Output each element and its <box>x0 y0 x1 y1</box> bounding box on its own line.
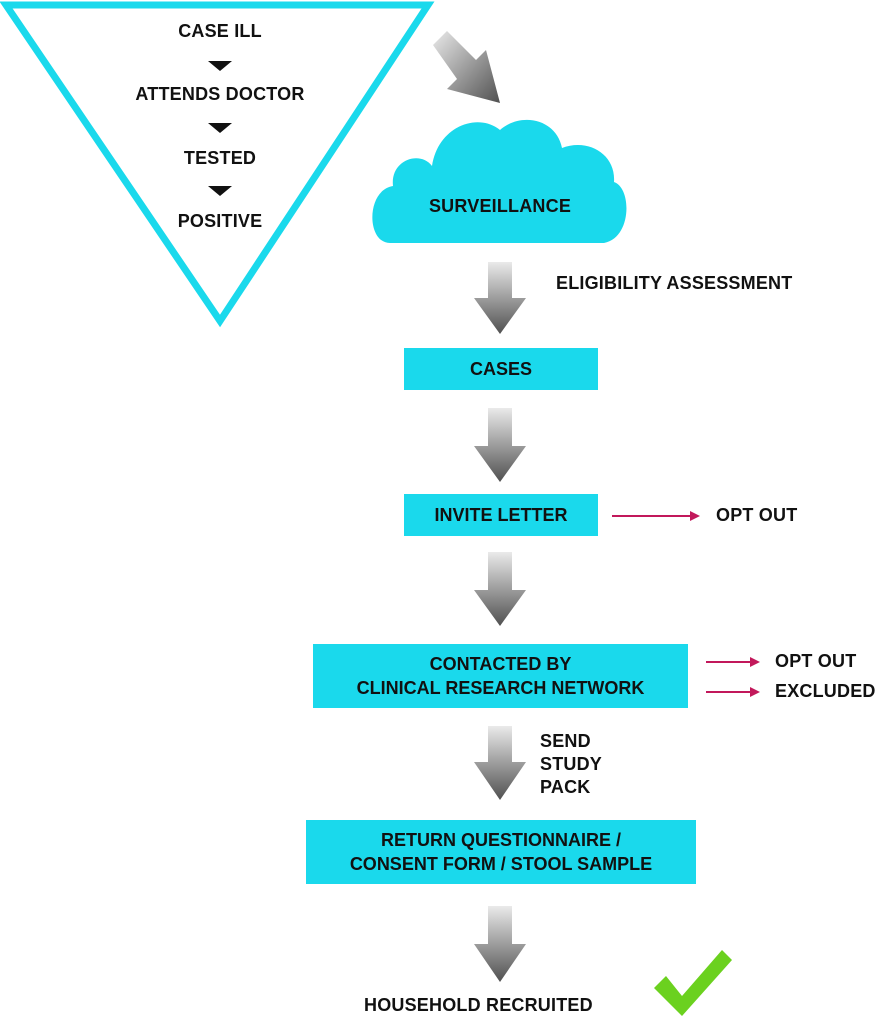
contacted-opt-out-label: OPT OUT <box>775 651 857 671</box>
send-study-pack-label: SEND STUDY PACK <box>540 730 602 799</box>
return-box: RETURN QUESTIONNAIRE / CONSENT FORM / ST… <box>306 820 696 884</box>
return-label-line2: CONSENT FORM / STOOL SAMPLE <box>349 854 653 874</box>
down-arrow-3 <box>474 552 526 626</box>
surveillance-label: SURVEILLANCE <box>428 196 572 216</box>
cases-label: CASES <box>469 359 532 379</box>
funnel-step-arrow-2 <box>208 123 232 133</box>
funnel-step-tested: TESTED <box>183 148 257 168</box>
return-label-line1: RETURN QUESTIONNAIRE / <box>380 830 621 850</box>
contacted-label-line1: CONTACTED BY <box>429 654 572 674</box>
down-arrow-5 <box>474 906 526 982</box>
invite-opt-out-arrow <box>612 511 700 521</box>
invite-letter-label: INVITE LETTER <box>434 505 568 525</box>
down-arrow-1 <box>474 262 526 334</box>
down-arrow-4 <box>474 726 526 800</box>
send-pack-line3: PACK <box>540 777 591 797</box>
funnel-step-positive: POSITIVE <box>177 211 263 231</box>
contacted-opt-out-arrow <box>706 657 760 667</box>
contacted-box: CONTACTED BY CLINICAL RESEARCH NETWORK <box>313 644 688 708</box>
invite-letter-box: INVITE LETTER <box>404 494 598 536</box>
contacted-excluded-arrow <box>706 687 760 697</box>
diagonal-arrow <box>433 31 500 103</box>
send-pack-line2: STUDY <box>540 754 603 774</box>
surveillance-cloud <box>372 119 627 243</box>
cases-box: CASES <box>404 348 598 390</box>
household-recruited-label: HOUSEHOLD RECRUITED <box>364 995 593 1015</box>
eligibility-label: ELIGIBILITY ASSESSMENT <box>556 273 793 293</box>
funnel-step-arrow-3 <box>208 186 232 196</box>
funnel-step-arrow-1 <box>208 61 232 71</box>
invite-opt-out-label: OPT OUT <box>716 505 798 525</box>
funnel-step-attends-doctor: ATTENDS DOCTOR <box>135 84 305 104</box>
check-icon <box>654 950 732 1016</box>
funnel-triangle <box>0 1 435 328</box>
down-arrow-2 <box>474 408 526 482</box>
funnel-step-case-ill: CASE ILL <box>178 21 262 41</box>
send-pack-line1: SEND <box>540 731 591 751</box>
contacted-label-line2: CLINICAL RESEARCH NETWORK <box>356 678 645 698</box>
contacted-excluded-label: EXCLUDED <box>775 681 876 701</box>
